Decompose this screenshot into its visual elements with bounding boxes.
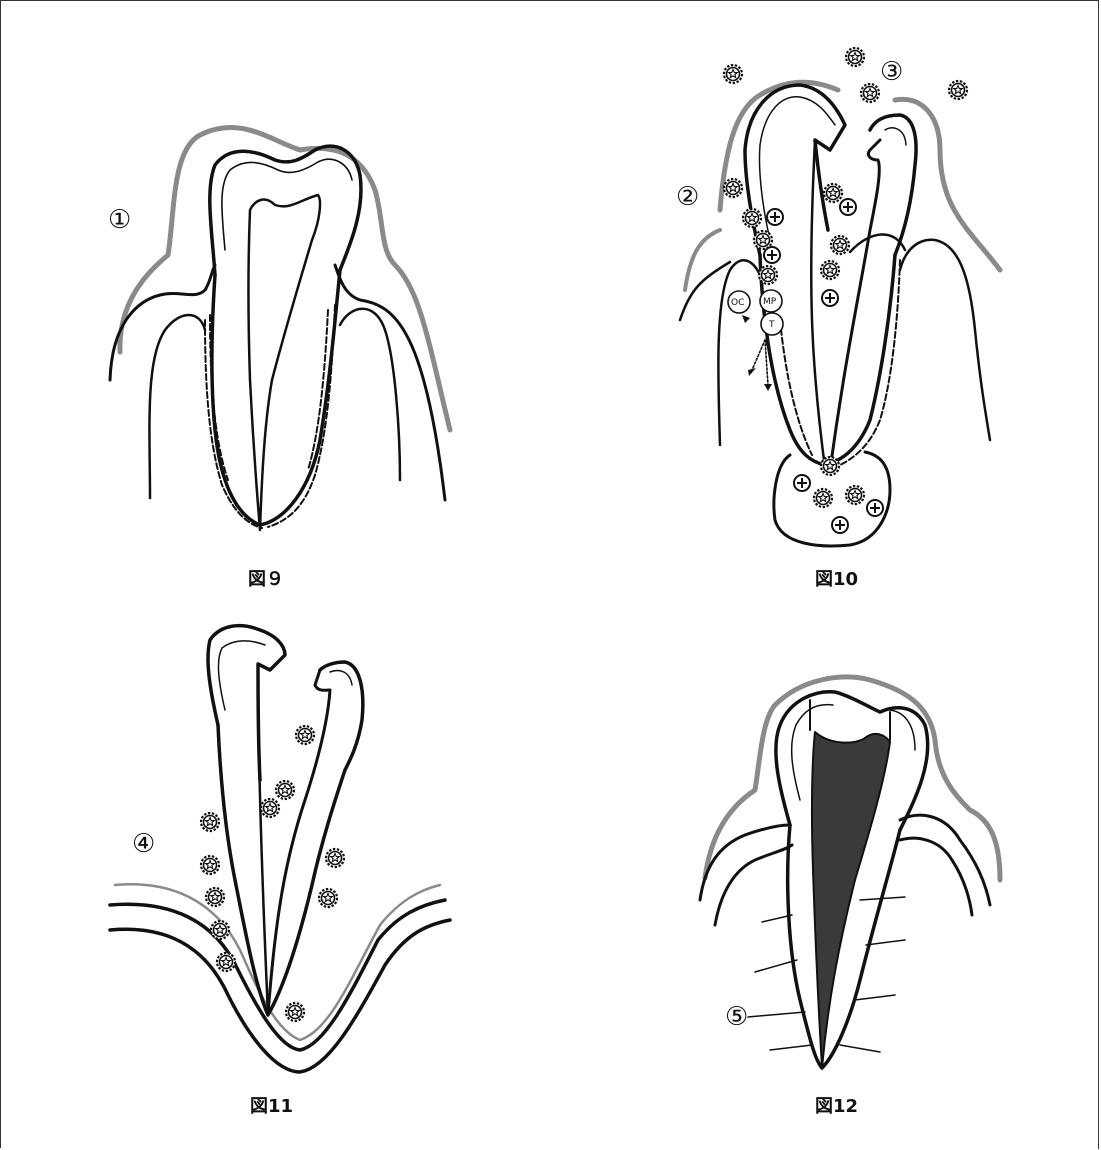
marker-5: ⑤ [725,1002,748,1032]
alveolar-bone [110,265,215,380]
crown-enamel [210,146,361,275]
figure-11 [110,626,450,1072]
pulp-canal [249,195,321,530]
marker-1: ① [108,205,131,235]
root-canal-filling [812,732,890,1068]
cell-mp: MP [763,297,777,307]
alveolar-bone [700,825,790,900]
marker-3: ③ [880,57,903,87]
figure-9 [110,127,450,530]
cell-labels: OC MP T [728,290,783,335]
marker-4: ④ [132,829,155,859]
figure-10-caption: 図10 [815,569,858,590]
figure-11-caption: 図11 [250,1096,293,1117]
cell-t: T [768,320,775,330]
cell-oc: OC [731,298,744,308]
alveolar-bone-right [335,265,445,500]
figure-10 [680,82,1000,546]
root-outline [760,255,895,465]
figure-9-caption: 図９ [248,569,284,590]
figure-12-caption: 図12 [815,1096,858,1117]
marker-2: ② [676,182,699,212]
